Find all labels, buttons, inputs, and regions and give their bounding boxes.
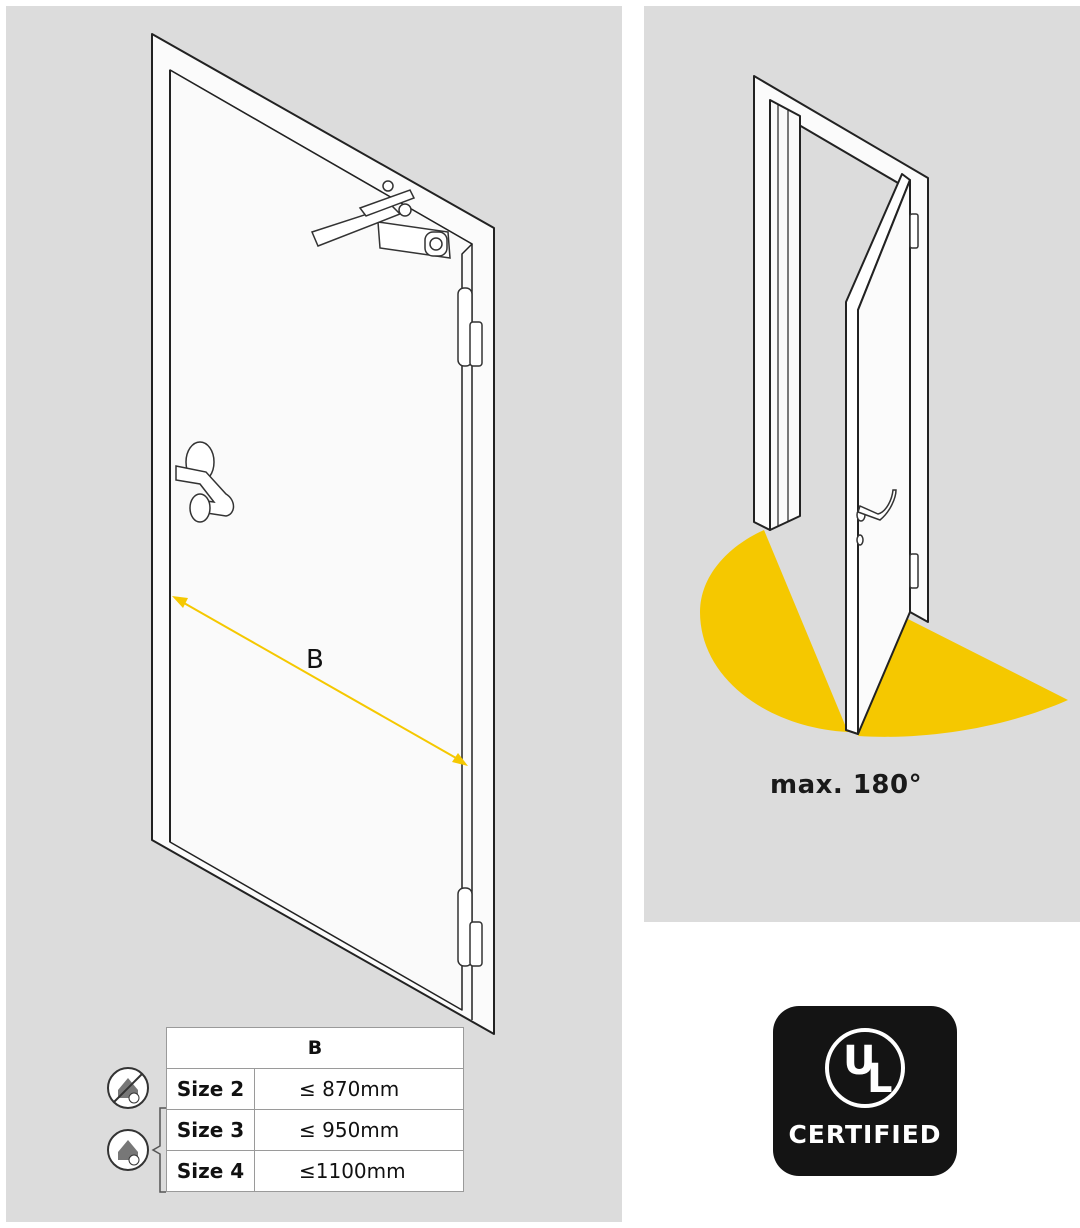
- max-angle-label: max. 180°: [770, 770, 923, 800]
- ul-mark-l: L: [867, 1056, 893, 1102]
- hinge-open-icon: [909, 213, 919, 589]
- table-row: Size 4 ≤1100mm: [166, 1150, 464, 1192]
- table-row: Size 3 ≤ 950mm: [166, 1109, 464, 1151]
- table-row: Size 2 ≤ 870mm: [166, 1068, 464, 1110]
- width-label: B: [306, 645, 324, 675]
- non-fire-door-icon: [107, 1067, 149, 1109]
- size-bracket: [151, 1107, 166, 1193]
- size-name: Size 2: [166, 1068, 255, 1110]
- size-value: ≤1100mm: [254, 1150, 464, 1192]
- size-value: ≤ 950mm: [254, 1109, 464, 1151]
- door-front-view: [151, 33, 495, 1035]
- door-handle-open-icon: [856, 489, 897, 546]
- table-header: B: [166, 1027, 464, 1069]
- size-name: Size 3: [166, 1109, 255, 1151]
- size-name: Size 4: [166, 1150, 255, 1192]
- door-closer-icon: [310, 180, 451, 259]
- size-value: ≤ 870mm: [254, 1068, 464, 1110]
- ul-certified-badge: U L CERTIFIED: [773, 1006, 957, 1176]
- hinge-lower-icon: [457, 887, 483, 967]
- opening-sweep: [700, 530, 1068, 737]
- ul-mark-u: U: [843, 1038, 876, 1084]
- ul-logo-icon: U L: [825, 1028, 905, 1108]
- size-table: B Size 2 ≤ 870mm Size 3 ≤ 950mm Size 4 ≤…: [166, 1027, 464, 1192]
- width-arrow: [172, 596, 468, 766]
- door-handle-icon: [175, 441, 235, 523]
- certified-label: CERTIFIED: [788, 1120, 942, 1149]
- table-header-row: B: [166, 1027, 464, 1069]
- fire-door-icon: [107, 1129, 149, 1171]
- hinge-upper-icon: [457, 287, 483, 367]
